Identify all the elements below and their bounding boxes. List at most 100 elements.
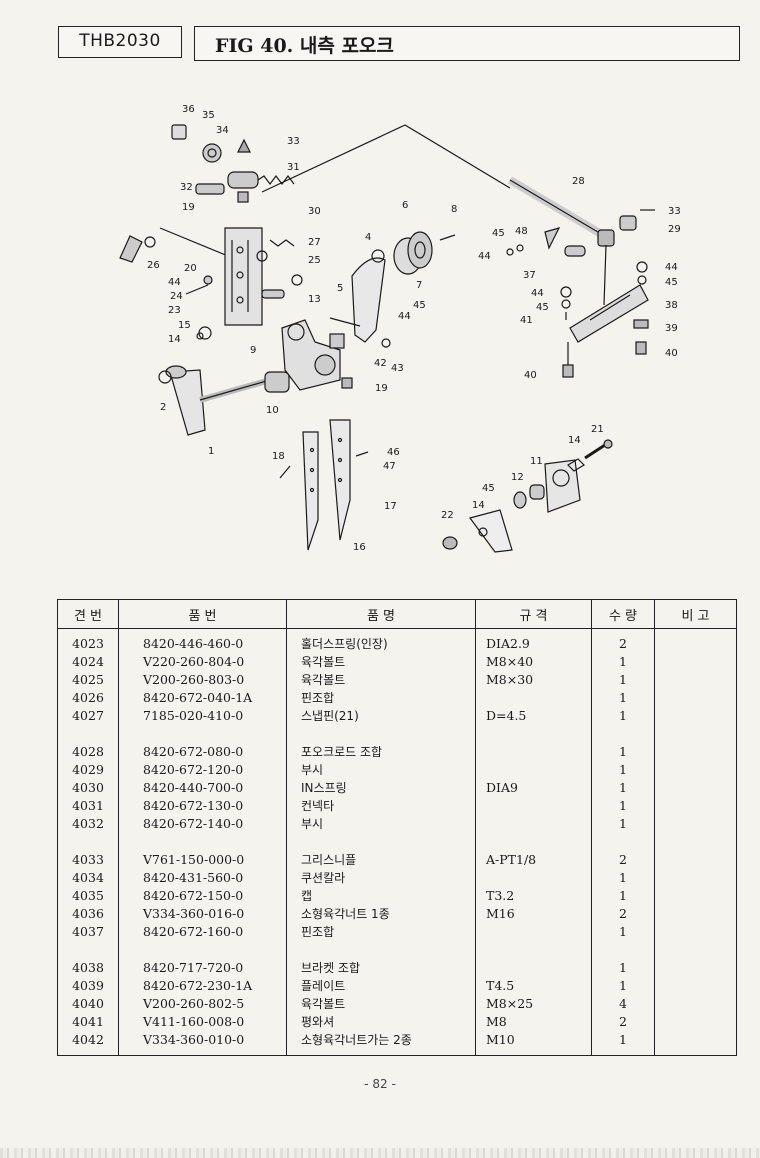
header-remarks: 비 고 (654, 599, 737, 629)
part-no-cell: V334-360-016-0 (118, 905, 287, 923)
callout: 45 (492, 228, 505, 239)
part-no-cell: 8420-717-720-0 (118, 959, 287, 977)
callout: 46 (387, 447, 400, 458)
model-box: THB2030 (58, 26, 182, 58)
remarks-cell (654, 628, 737, 653)
callout: 22 (441, 510, 454, 521)
part-no-cell: 8420-672-040-1A (118, 689, 287, 707)
qty-cell: 1 (591, 887, 655, 905)
part-no-cell: 8420-672-130-0 (118, 797, 287, 815)
spec-cell: M8×25 (475, 995, 592, 1013)
item-no-cell: 4039 (57, 977, 119, 995)
spacer-cell (654, 833, 737, 851)
callout: 44 (478, 251, 491, 262)
callout: 40 (665, 348, 678, 359)
qty-cell: 1 (591, 707, 655, 725)
item-no-cell: 4035 (57, 887, 119, 905)
callout: 19 (375, 383, 388, 394)
qty-cell: 1 (591, 653, 655, 671)
spec-cell: M8×40 (475, 653, 592, 671)
callout: 25 (308, 255, 321, 266)
group-spacer (57, 941, 737, 959)
callout: 32 (180, 182, 193, 193)
part-name-cell: 육각볼트 (286, 653, 476, 671)
item-no-cell: 4036 (57, 905, 119, 923)
item-no-cell: 4042 (57, 1031, 119, 1056)
callout: 16 (353, 542, 366, 553)
qty-cell: 1 (591, 869, 655, 887)
remarks-cell (654, 1013, 737, 1031)
remarks-cell (654, 671, 737, 689)
part-name-cell: 소형육각너트가는 2종 (286, 1031, 476, 1056)
qty-cell: 1 (591, 815, 655, 833)
callout: 1 (208, 446, 214, 457)
part-name-cell: 소형육각너트 1종 (286, 905, 476, 923)
header-item-no: 견 번 (57, 599, 119, 629)
group-spacer (57, 833, 737, 851)
spec-cell: M16 (475, 905, 592, 923)
callout: 14 (472, 500, 485, 511)
spacer-cell (591, 941, 655, 959)
item-no-cell: 4030 (57, 779, 119, 797)
callout: 42 (374, 358, 387, 369)
callout: 28 (572, 176, 585, 187)
qty-cell: 2 (591, 628, 655, 653)
spacer-cell (591, 833, 655, 851)
part-name-cell: 플레이트 (286, 977, 476, 995)
qty-cell: 1 (591, 761, 655, 779)
callout: 20 (184, 263, 197, 274)
part-name-cell: 핀조합 (286, 689, 476, 707)
callout: 36 (182, 104, 195, 115)
item-no-cell: 4028 (57, 743, 119, 761)
remarks-cell (654, 887, 737, 905)
part-no-cell: V200-260-803-0 (118, 671, 287, 689)
part-no-cell: 8420-672-080-0 (118, 743, 287, 761)
callout: 17 (384, 501, 397, 512)
callout: 26 (147, 260, 160, 271)
spec-cell (475, 689, 592, 707)
callout: 2 (160, 402, 166, 413)
callout: 38 (665, 300, 678, 311)
remarks-cell (654, 689, 737, 707)
callout: 11 (530, 456, 543, 467)
diagram-callout-numbers: 36 35 34 33 31 32 19 30 28 33 29 6 8 4 4… (147, 104, 681, 553)
part-no-cell: 8420-440-700-0 (118, 779, 287, 797)
spacer-cell (118, 725, 287, 743)
callout: 24 (170, 291, 183, 302)
part-name-cell: 육각볼트 (286, 995, 476, 1013)
spec-cell (475, 797, 592, 815)
part-name-cell: 캡 (286, 887, 476, 905)
spacer-cell (118, 833, 287, 851)
group-spacer (57, 725, 737, 743)
page-number: - 82 - (364, 1077, 396, 1091)
part-name-cell: 포오크로드 조합 (286, 743, 476, 761)
spacer-cell (57, 725, 119, 743)
spec-cell: DIA2.9 (475, 628, 592, 653)
qty-cell: 2 (591, 851, 655, 869)
spec-cell (475, 761, 592, 779)
spacer-cell (475, 941, 592, 959)
remarks-cell (654, 959, 737, 977)
callout: 48 (515, 226, 528, 237)
callout: 9 (250, 345, 256, 356)
remarks-cell (654, 761, 737, 779)
qty-cell: 1 (591, 959, 655, 977)
part-name-cell: IN스프링 (286, 779, 476, 797)
remarks-cell (654, 779, 737, 797)
callout: 14 (168, 334, 181, 345)
callout: 45 (482, 483, 495, 494)
item-no-cell: 4041 (57, 1013, 119, 1031)
remarks-cell (654, 923, 737, 941)
callout: 29 (668, 224, 681, 235)
qty-cell: 1 (591, 797, 655, 815)
spacer-cell (286, 725, 476, 743)
item-no-cell: 4032 (57, 815, 119, 833)
item-no-cell: 4024 (57, 653, 119, 671)
callout: 21 (591, 424, 604, 435)
